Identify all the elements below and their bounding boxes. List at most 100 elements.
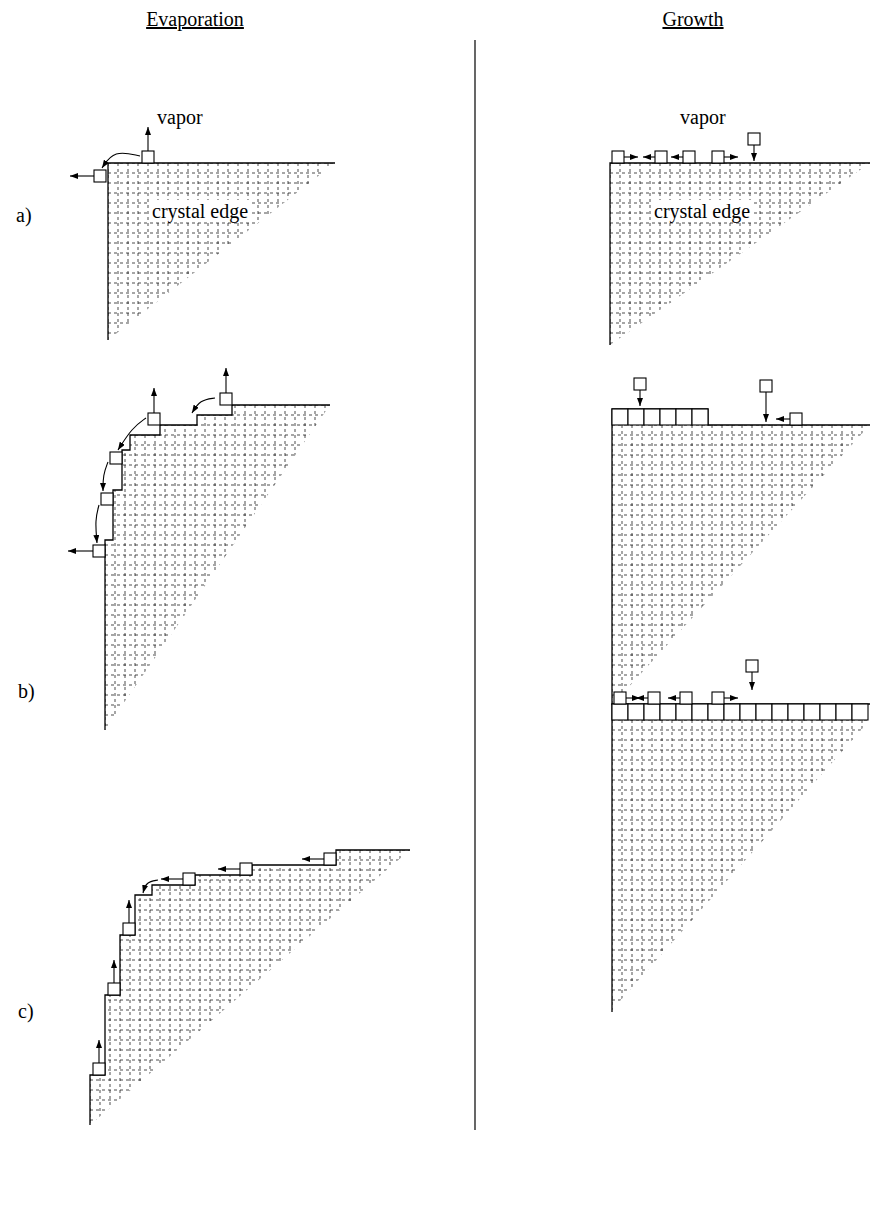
- atom-square: [110, 452, 122, 464]
- lattice-line: [105, 675, 330, 676]
- lattice-line: [700, 163, 701, 345]
- lattice-line: [612, 840, 870, 841]
- lattice-line: [812, 425, 813, 705]
- lattice-line: [320, 850, 321, 1125]
- lattice-line: [205, 405, 206, 730]
- lattice-line: [810, 163, 811, 345]
- grown-atom: [676, 409, 692, 425]
- lattice-line: [230, 850, 231, 1125]
- lattice-line: [670, 163, 671, 345]
- lattice-line: [90, 1040, 410, 1041]
- lattice-line: [702, 720, 703, 1010]
- atom-square: [240, 863, 252, 875]
- lattice-line: [248, 163, 249, 340]
- motion-arrow: [98, 1040, 99, 1063]
- motion-arrow: [668, 697, 680, 698]
- lattice-line: [260, 850, 261, 1125]
- lattice-line: [780, 163, 781, 345]
- lattice-line: [90, 880, 410, 881]
- lattice-line: [325, 405, 326, 730]
- lattice-line: [105, 525, 330, 526]
- lattice-line: [782, 425, 783, 705]
- lattice-line: [832, 425, 833, 705]
- region-label: vapor: [157, 106, 203, 128]
- lattice-line: [90, 1080, 410, 1081]
- lattice-line: [105, 465, 330, 466]
- lattice-line: [612, 740, 870, 741]
- lattice-line: [610, 273, 870, 274]
- lattice-line: [732, 720, 733, 1010]
- lattice-line: [90, 1050, 410, 1051]
- lattice-line: [610, 323, 870, 324]
- label-holder: Evaporation: [146, 8, 244, 31]
- lattice-line: [612, 770, 870, 771]
- diffusion-arrow: [143, 880, 158, 893]
- lattice-line: [128, 163, 129, 340]
- lattice-line: [105, 535, 330, 536]
- lattice-line: [642, 720, 643, 1010]
- lattice-line: [612, 780, 870, 781]
- lattice-line: [612, 830, 870, 831]
- lattice-line: [225, 405, 226, 730]
- lattice-line: [850, 163, 851, 345]
- lattice-line: [105, 655, 330, 656]
- lattice-grid: [108, 163, 335, 340]
- lattice-line: [145, 405, 146, 730]
- lattice-line: [830, 163, 831, 345]
- grown-atom: [740, 704, 756, 720]
- label-holder: vapor: [680, 106, 726, 129]
- lattice-line: [722, 720, 723, 1010]
- lattice-grid: [612, 425, 870, 705]
- lattice-line: [612, 900, 870, 901]
- lattice-line: [652, 720, 653, 1010]
- lattice-line: [100, 850, 101, 1125]
- lattice-line: [105, 425, 330, 426]
- atom-square: [183, 873, 195, 885]
- crystal-surface: [612, 409, 870, 705]
- lattice-line: [90, 950, 410, 951]
- lattice-line: [90, 1010, 410, 1011]
- lattice-line: [90, 960, 410, 961]
- lattice-line: [175, 405, 176, 730]
- atom-square: [614, 692, 626, 704]
- lattice-line: [140, 850, 141, 1125]
- lattice-line: [108, 173, 335, 174]
- atom-square: [93, 1063, 105, 1075]
- atom-square: [748, 133, 760, 145]
- lattice-line: [90, 910, 410, 911]
- lattice-line: [612, 970, 870, 971]
- motion-arrow: [218, 868, 240, 869]
- lattice-line: [712, 720, 713, 1010]
- atom-square: [680, 692, 692, 704]
- grown-atom: [644, 409, 660, 425]
- lattice-line: [218, 163, 219, 340]
- lattice-line: [612, 605, 870, 606]
- atom-square: [712, 151, 724, 163]
- lattice-line: [328, 163, 329, 340]
- atom-square: [123, 923, 135, 935]
- lattice-line: [612, 1010, 870, 1011]
- lattice-line: [108, 323, 335, 324]
- lattice-line: [862, 720, 863, 1010]
- motion-arrow: [70, 175, 94, 176]
- lattice-line: [105, 665, 330, 666]
- lattice-line: [750, 163, 751, 345]
- lattice-line: [612, 505, 870, 506]
- atom-square: [93, 545, 105, 557]
- lattice-line: [315, 405, 316, 730]
- lattice-line: [105, 625, 330, 626]
- lattice-line: [792, 720, 793, 1010]
- label-holder: b): [18, 680, 35, 703]
- lattice-line: [105, 685, 330, 686]
- lattice-line: [612, 730, 870, 731]
- motion-arrow: [161, 878, 183, 879]
- lattice-line: [188, 163, 189, 340]
- lattice-line: [860, 163, 861, 345]
- motion-arrow: [671, 156, 683, 157]
- lattice-grid: [90, 850, 410, 1125]
- lattice-line: [612, 750, 870, 751]
- lattice-line: [852, 425, 853, 705]
- lattice-line: [610, 283, 870, 284]
- lattice-line: [612, 475, 870, 476]
- lattice-line: [612, 980, 870, 981]
